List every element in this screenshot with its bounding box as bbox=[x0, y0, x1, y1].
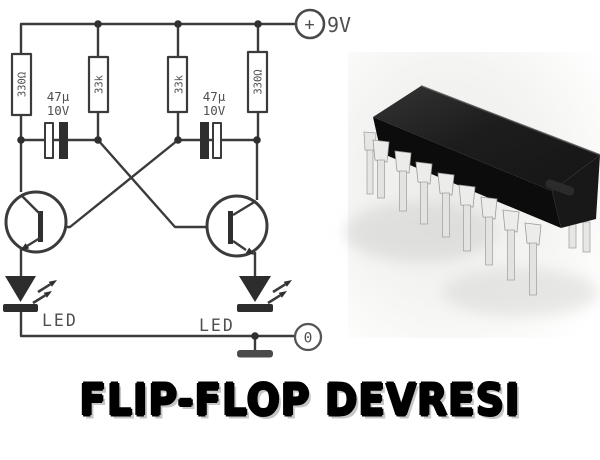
light-rays-icon bbox=[32, 280, 57, 305]
chip-ridge-highlight bbox=[420, 85, 600, 156]
chip-pin bbox=[394, 150, 412, 212]
chip-shadow bbox=[442, 268, 598, 316]
chip-pin bbox=[415, 161, 433, 225]
chip-body-front bbox=[373, 117, 561, 228]
chip-shadow bbox=[345, 202, 495, 262]
led-left: LED bbox=[3, 276, 78, 330]
capacitor-value-label: 47µ bbox=[203, 89, 226, 104]
emitter-arrow bbox=[20, 243, 30, 251]
capacitor-voltage-label: 10V bbox=[203, 103, 226, 118]
supply-voltage-label: 9V bbox=[327, 13, 351, 37]
plus-icon: + bbox=[304, 15, 314, 35]
chip-body-top bbox=[373, 86, 600, 191]
led-label: LED bbox=[199, 316, 235, 335]
zero-terminal: 0 bbox=[293, 322, 323, 352]
zero-label: 0 bbox=[304, 331, 313, 347]
page-title: FLIP-FLOP DEVRESI bbox=[79, 376, 521, 427]
led-label: LED bbox=[42, 311, 78, 330]
led-right: LED bbox=[199, 276, 292, 335]
chip-pin bbox=[524, 222, 542, 296]
resistor-330ohm-right: 330Ω bbox=[246, 50, 269, 114]
light-rays-icon bbox=[267, 280, 292, 305]
resistor-value-label: 33k bbox=[94, 74, 106, 94]
resistor-33k-left: 33k bbox=[87, 55, 110, 114]
chip-pin bbox=[372, 139, 390, 199]
emitter-arrow bbox=[245, 247, 255, 255]
capacitor-47uf-left: 47µ 10V bbox=[44, 89, 70, 159]
chip-pin bbox=[458, 184, 476, 252]
transistor-right bbox=[205, 194, 269, 258]
resistor-value-label: 330Ω bbox=[17, 72, 29, 97]
supply-terminal-9v: + 9V bbox=[294, 8, 351, 40]
capacitor-voltage-label: 10V bbox=[47, 103, 70, 118]
chip-pin bbox=[437, 172, 455, 238]
chip-body-end bbox=[552, 155, 600, 228]
ground-symbol bbox=[237, 350, 273, 358]
transistor-left bbox=[4, 190, 68, 254]
resistor-value-label: 330Ω bbox=[253, 69, 265, 94]
capacitor-value-label: 47µ bbox=[47, 89, 70, 104]
capacitor-47uf-right: 47µ 10V bbox=[200, 89, 226, 159]
chip-front-pins bbox=[372, 139, 542, 296]
junction-dots bbox=[17, 20, 262, 340]
resistor-33k-right: 33k bbox=[166, 55, 189, 114]
resistor-330ohm-left: 330Ω bbox=[10, 52, 33, 117]
chip-index-notch bbox=[545, 179, 575, 196]
ic-chip-photo bbox=[345, 52, 600, 338]
flip-flop-schematic: 330Ω 33k 33k 330Ω 47µ 10V bbox=[3, 8, 351, 358]
chip-pin bbox=[502, 209, 520, 281]
resistor-value-label: 33k bbox=[174, 74, 186, 94]
chip-pin bbox=[480, 196, 498, 266]
